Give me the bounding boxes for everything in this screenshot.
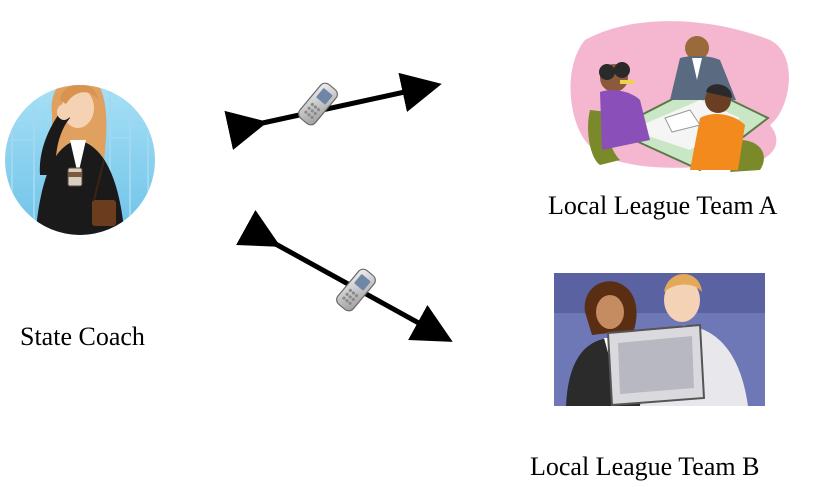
connection-coach-team-a	[224, 72, 442, 150]
team-b-illustration	[554, 273, 765, 407]
state-coach-label: State Coach	[20, 322, 145, 351]
team-a-label: Local League Team A	[548, 191, 778, 220]
mobile-phone-icon	[298, 82, 338, 126]
arrow-coach-team-a	[224, 72, 442, 150]
state-coach-illustration	[5, 85, 155, 235]
team-a-illustration	[570, 21, 789, 172]
team-b-label: Local League Team B	[530, 452, 760, 481]
connection-coach-team-b	[236, 209, 453, 342]
mobile-phone-icon	[336, 268, 376, 312]
